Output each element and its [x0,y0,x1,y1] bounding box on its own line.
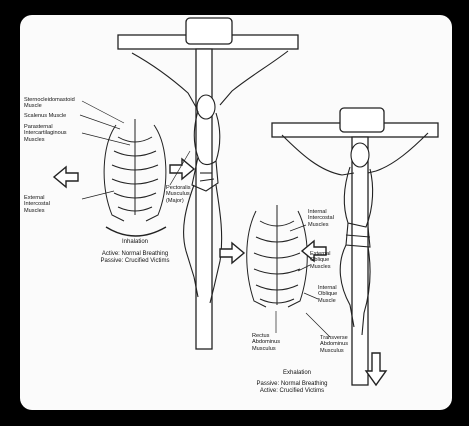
exhalation-notes: Passive: Normal Breathing Active: Crucif… [232,381,352,395]
label-external-intercostal: External Intercostal Muscles [24,195,50,214]
label-parasternal: Parasternal Intercartilaginous Muscles [24,124,67,143]
top-ribcage [104,119,166,236]
bottom-ribcage [247,205,308,307]
label-internal-intercostal: Internal Intercostal Muscles [308,209,334,228]
diagram-panel: Sternocleidomastoid Muscle Scalenus Musc… [20,15,452,410]
label-rectus-abdominus: Rectus Abdominus Musculus [252,333,280,352]
label-sternocleidomastoid: Sternocleidomastoid Muscle [24,97,75,110]
exhalation-title: Exhalation [242,370,352,377]
label-scalenus: Scalenus Muscle [24,113,66,119]
crucifixion-illustration [20,15,452,410]
inhalation-title: Inhalation [90,239,180,246]
inhalation-notes: Active: Normal Breathing Passive: Crucif… [80,251,190,265]
label-external-oblique: External Oblique Muscles [310,251,331,270]
label-transverse-abdominus: Transverse Abdominus Musculus [320,335,348,354]
label-pectoralis: Pectoralis Musculus (Major) [166,185,191,204]
label-internal-oblique: Internal Oblique Muscle [318,285,337,304]
